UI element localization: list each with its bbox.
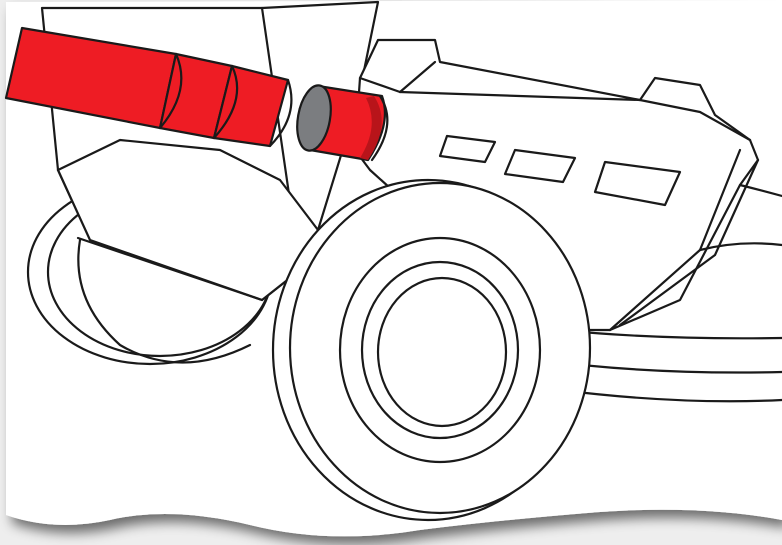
hitch-receiver-insert-icon [293, 83, 388, 160]
vent-slot-1 [440, 136, 495, 162]
rear-wheel-icon [273, 180, 590, 520]
